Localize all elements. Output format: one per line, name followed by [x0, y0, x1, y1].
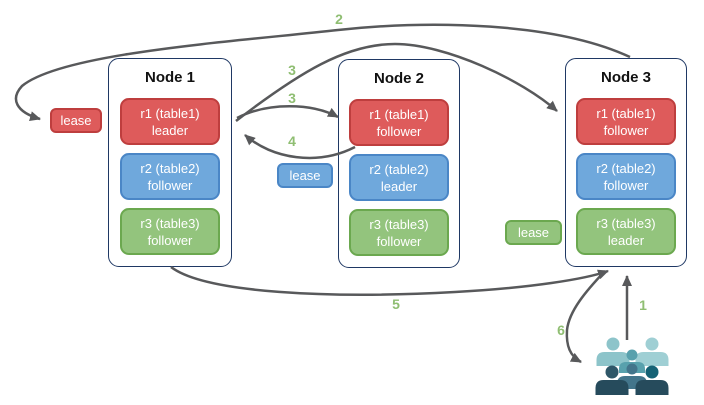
replica-name: r2 (table2): [369, 161, 429, 177]
node-1-replica-r3: r3 (table3) follower: [120, 208, 220, 255]
node-3-title: Node 3: [600, 69, 651, 86]
step-label-2: 2: [335, 11, 343, 27]
step-label-3b: 3: [288, 90, 296, 106]
step-label-4: 4: [288, 133, 296, 149]
node-3-box: Node 3 r1 (table1) follower r2 (table2) …: [565, 58, 687, 267]
replica-name: r2 (table2): [140, 160, 200, 176]
node-1-title: Node 1: [144, 69, 195, 86]
node-2-title: Node 2: [373, 70, 424, 87]
replica-name: r2 (table2): [596, 160, 656, 176]
arrow-step-3-to-node2: [236, 105, 339, 120]
node-2-box: Node 2 r1 (table1) follower r2 (table2) …: [338, 59, 460, 268]
node-1-replica-r2: r2 (table2) follower: [120, 153, 220, 200]
node-3-replica-r3: r3 (table3) leader: [576, 208, 676, 255]
lease-tag-red: lease: [50, 108, 102, 133]
replica-name: r3 (table3): [140, 215, 200, 231]
replica-role: follower: [147, 232, 193, 248]
replica-role: leader: [151, 122, 189, 138]
replica-name: r1 (table1): [596, 105, 656, 121]
node-2-replica-r3: r3 (table3) follower: [349, 209, 449, 256]
arrow-step-6: [565, 270, 606, 364]
lease-tag-green: lease: [505, 220, 562, 245]
users-group-icon: [595, 337, 669, 395]
replica-role: follower: [603, 177, 649, 193]
replica-name: r3 (table3): [596, 215, 656, 231]
node-2-replica-r2: r2 (table2) leader: [349, 154, 449, 201]
node-1-replica-r1: r1 (table1) leader: [120, 98, 220, 145]
replica-role: follower: [376, 123, 422, 139]
step-label-1: 1: [639, 297, 647, 313]
step-label-6: 6: [557, 322, 565, 338]
lease-tag-blue: lease: [277, 163, 333, 188]
node-1-box: Node 1 r1 (table1) leader r2 (table2) fo…: [108, 58, 232, 267]
node-3-replica-r1: r1 (table1) follower: [576, 98, 676, 145]
node-2-replica-r1: r1 (table1) follower: [349, 99, 449, 146]
replica-role: leader: [607, 232, 645, 248]
replica-name: r3 (table3): [369, 216, 429, 232]
arrow-step-5: [170, 266, 609, 296]
replica-role: follower: [147, 177, 193, 193]
replica-name: r1 (table1): [140, 105, 200, 121]
node-3-replica-r2: r2 (table2) follower: [576, 153, 676, 200]
step-label-5: 5: [392, 296, 400, 312]
step-label-3a: 3: [288, 62, 296, 78]
replica-role: follower: [376, 233, 422, 249]
replica-role: leader: [380, 178, 418, 194]
replica-role: follower: [603, 122, 649, 138]
replica-name: r1 (table1): [369, 106, 429, 122]
